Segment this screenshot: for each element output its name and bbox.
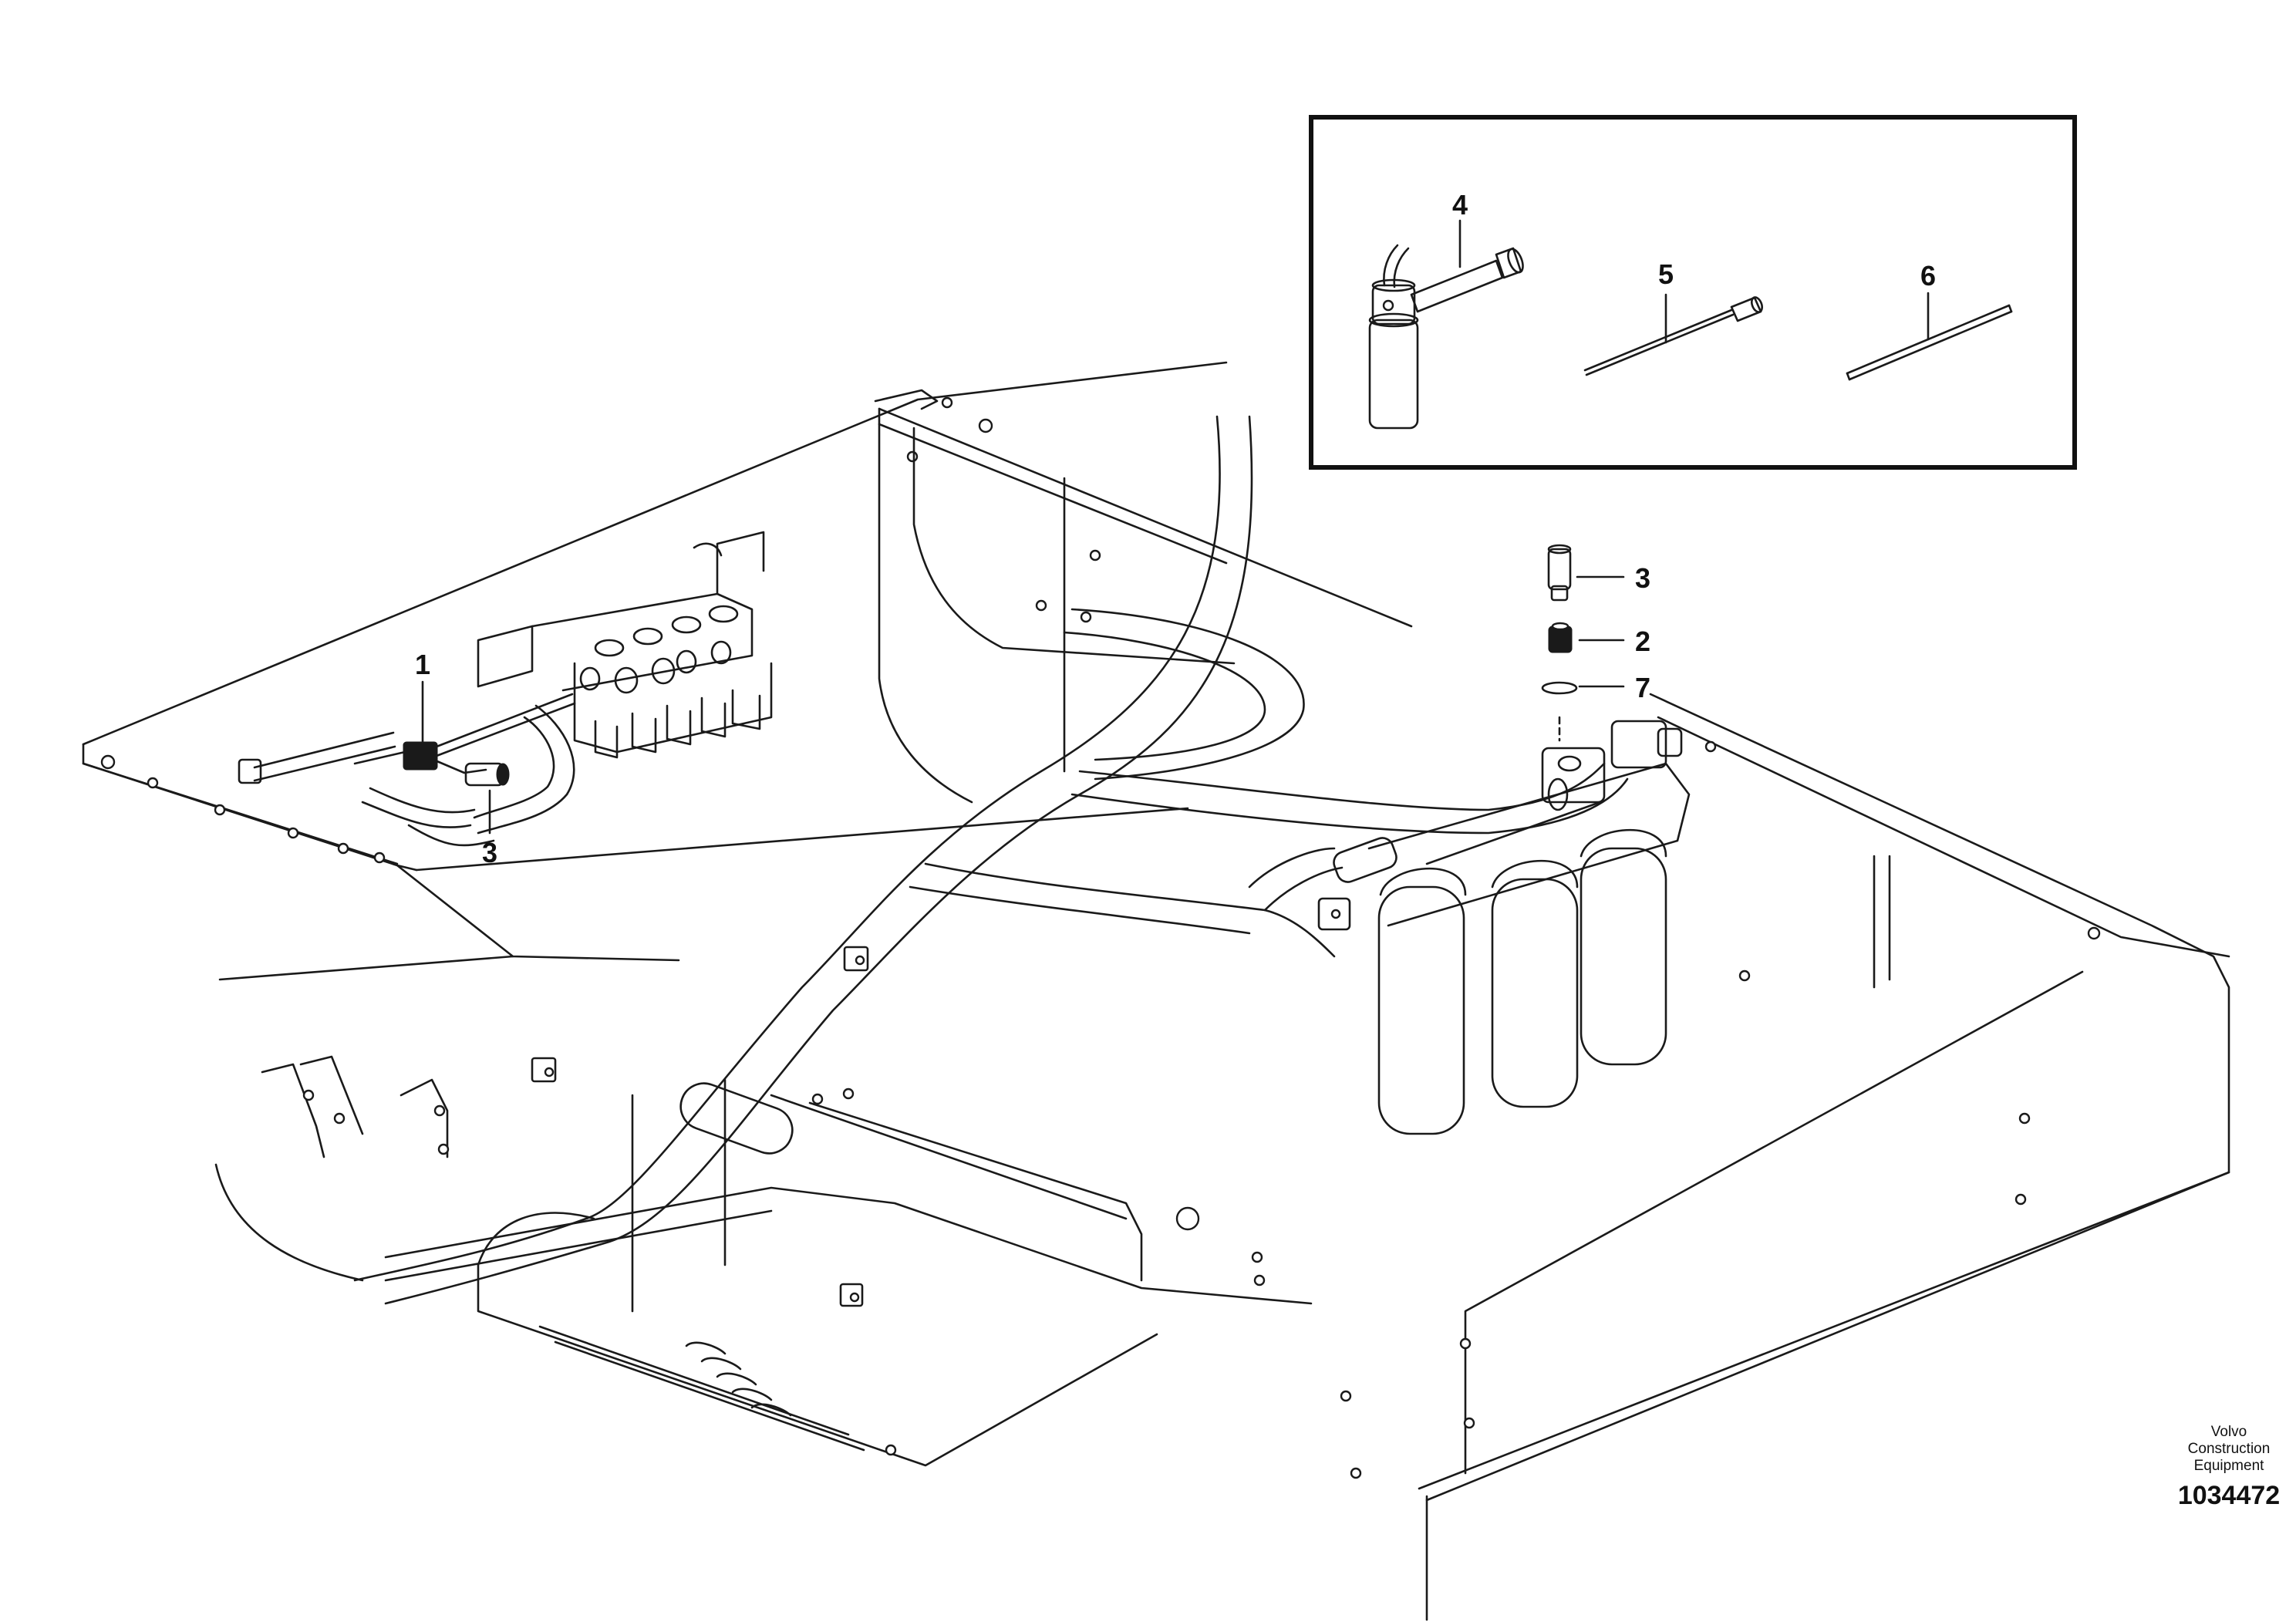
probe-rod-part [1583,296,1764,376]
priming-pump-part [1368,244,1524,430]
fuel-filter-assembly [843,720,1691,1135]
callout-1: 1 [415,649,430,680]
drawing-number: 1034472 [2177,1481,2281,1510]
brand-line-1: Volvo Construction [2187,1424,2271,1457]
hose-left-fittings [238,693,576,847]
brand-block: Volvo Construction Equipment 1034472 [2178,1424,2280,1513]
inset-frame [1309,115,2077,470]
brand-line-2: Equipment [2193,1458,2264,1474]
callout-5: 5 [1658,258,1674,290]
main-hose-loop [353,415,1629,1305]
callout-2: 2 [1635,626,1650,657]
callout-4: 4 [1452,189,1468,221]
callout-3b: 3 [1635,562,1650,594]
frame-lower-left [214,1055,557,1282]
frame-right [1340,693,2230,1621]
callout-7: 7 [1635,672,1650,703]
tube-part [1846,304,2013,381]
support-plate [384,1078,1313,1467]
filter-fittings-exploded [1541,544,1578,742]
frame-left [82,361,1413,981]
callout-3a: 3 [482,837,497,868]
callout-6: 6 [1920,260,1936,292]
valve-manifold [477,531,773,759]
frame-upper-wall [878,407,1236,804]
